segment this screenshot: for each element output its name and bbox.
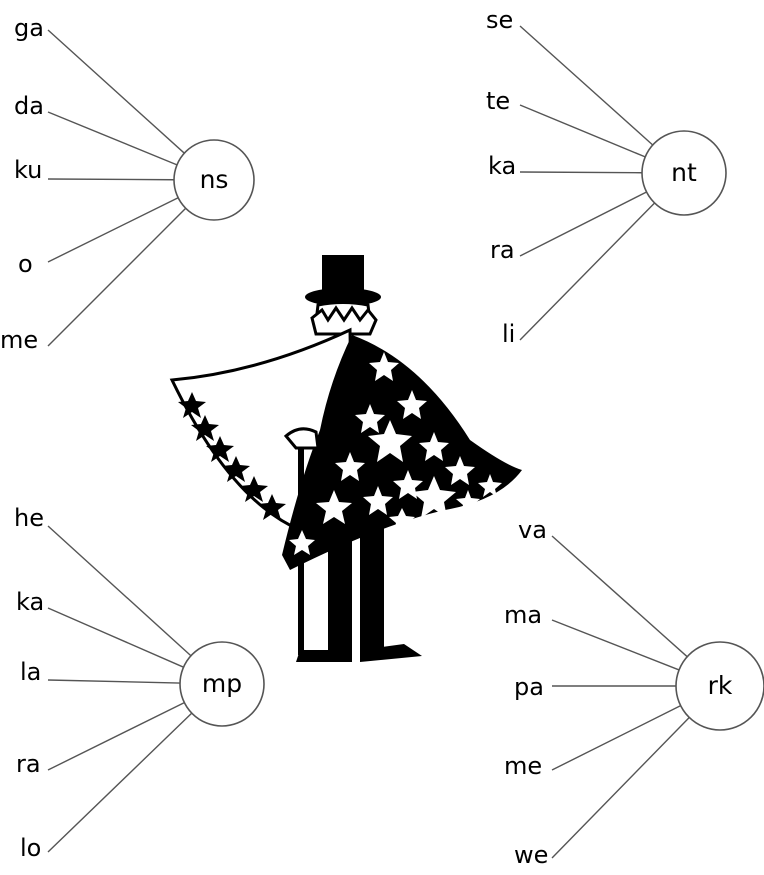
connector-line-rk-1 [551, 535, 688, 658]
top-hat-brim [305, 288, 381, 306]
syllable-ns-4[interactable]: o [18, 250, 33, 278]
connector-line-ns-1 [47, 29, 185, 154]
connector-line-mp-3 [47, 679, 181, 684]
connector-line-nt-3 [519, 171, 643, 174]
hub-circle-mp[interactable] [179, 641, 265, 727]
syllable-mp-3[interactable]: la [20, 658, 42, 686]
syllable-ns-2[interactable]: da [14, 92, 44, 120]
syllable-nt-5[interactable]: li [502, 320, 516, 348]
syllable-ns-1[interactable]: ga [14, 14, 44, 42]
connector-line-mp-1 [47, 525, 192, 657]
connector-line-nt-2 [519, 104, 646, 158]
syllable-rk-4[interactable]: me [504, 752, 543, 780]
connector-line-rk-5 [551, 716, 690, 859]
hub-label-nt: nt [671, 158, 697, 187]
connector-line-nt-1 [519, 25, 654, 146]
connector-line-ns-4 [47, 197, 179, 263]
hub-circle-nt[interactable] [641, 130, 727, 216]
syllable-nt-4[interactable]: ra [490, 236, 515, 264]
hub-circle-ns[interactable] [173, 139, 255, 221]
connector-line-mp-5 [47, 712, 193, 853]
syllable-mp-2[interactable]: ka [16, 588, 45, 616]
syllable-rk-2[interactable]: ma [504, 601, 543, 629]
connector-line-nt-4 [519, 191, 647, 257]
syllable-nt-3[interactable]: ka [488, 152, 517, 180]
syllable-mp-1[interactable]: he [14, 504, 44, 532]
syllable-mp-5[interactable]: lo [20, 834, 42, 862]
hub-label-rk: rk [707, 671, 733, 700]
hub-circle-rk[interactable] [675, 641, 764, 731]
syllable-rk-5[interactable]: we [514, 841, 549, 869]
hub-label-mp: mp [201, 669, 243, 698]
connector-line-rk-4 [551, 705, 681, 771]
syllable-rk-3[interactable]: pa [514, 673, 544, 701]
connector-line-ns-3 [47, 178, 175, 181]
syllable-nt-2[interactable]: te [486, 87, 511, 115]
syllable-rk-1[interactable]: va [518, 516, 547, 544]
syllable-ns-5[interactable]: me [0, 326, 39, 354]
connector-line-nt-5 [519, 202, 656, 341]
syllable-mp-4[interactable]: ra [16, 750, 41, 778]
hub-label-ns: ns [199, 165, 229, 194]
connector-line-mp-2 [47, 607, 184, 668]
collar [310, 305, 378, 336]
connector-line-mp-4 [47, 701, 185, 771]
connector-line-ns-2 [47, 111, 178, 166]
syllable-ns-3[interactable]: ku [14, 156, 43, 184]
syllable-nt-1[interactable]: se [486, 6, 514, 34]
connector-line-rk-2 [551, 619, 680, 671]
connector-line-ns-5 [47, 207, 187, 347]
